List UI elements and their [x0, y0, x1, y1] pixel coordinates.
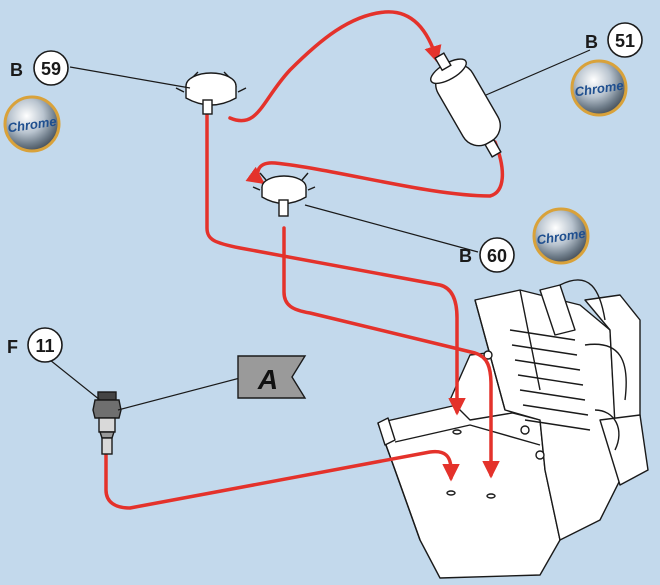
chrome-badge-icon: [532, 207, 590, 265]
leader-b60: [304, 204, 479, 253]
callout-letter: F: [7, 337, 18, 357]
callout-circle: [607, 22, 643, 58]
flag-a: A: [237, 355, 307, 399]
callout-letter: B: [459, 246, 472, 266]
hose-filter-to-b60: [245, 140, 505, 198]
check-valve-icon: [92, 391, 122, 455]
chrome-badge-icon: [3, 95, 61, 153]
chrome-badge-1: Chrome: [3, 95, 61, 153]
callout-number: 60: [487, 246, 507, 266]
hose-lines: [104, 10, 505, 510]
leader-lines: [49, 49, 591, 411]
carburetor-icon: [377, 279, 649, 579]
flag-letter: A: [257, 364, 278, 395]
leader-b59: [69, 66, 191, 89]
fuel-filter-icon: [430, 52, 502, 158]
leader-b51: [485, 49, 591, 96]
callout-b59: B 59: [10, 50, 69, 86]
chrome-badge-2: Chrome: [570, 59, 628, 117]
callout-number: 11: [35, 336, 54, 356]
callout-number: 51: [615, 31, 635, 51]
chrome-badge-text: Chrome: [536, 226, 587, 248]
callout-circle: [479, 237, 515, 273]
callout-letter: B: [585, 32, 598, 52]
chrome-badge-icon: [570, 59, 628, 117]
flag-shape: [237, 355, 307, 399]
hose-b59-to-filter: [228, 10, 442, 123]
callout-letter: B: [10, 60, 23, 80]
chrome-badge-text: Chrome: [574, 78, 625, 100]
callout-circle: [27, 327, 63, 363]
callout-b60: B 60: [459, 237, 515, 273]
chrome-badge-text: Chrome: [7, 114, 58, 136]
hose-b60-to-carb: [282, 226, 500, 479]
vacuum-tee-connector-icon: [252, 172, 316, 217]
hose-b59-to-carb: [205, 111, 466, 416]
leader-f11: [49, 359, 101, 401]
callout-number: 59: [41, 59, 61, 79]
chrome-badge-3: Chrome: [532, 207, 590, 265]
callout-b51: B 51: [585, 22, 643, 58]
callout-circle: [33, 50, 69, 86]
leader-flag-a: [117, 377, 241, 411]
callout-f11: F 11: [7, 327, 63, 363]
vacuum-tee-connector-icon: [175, 71, 247, 115]
hose-f11-to-carb: [104, 449, 460, 510]
